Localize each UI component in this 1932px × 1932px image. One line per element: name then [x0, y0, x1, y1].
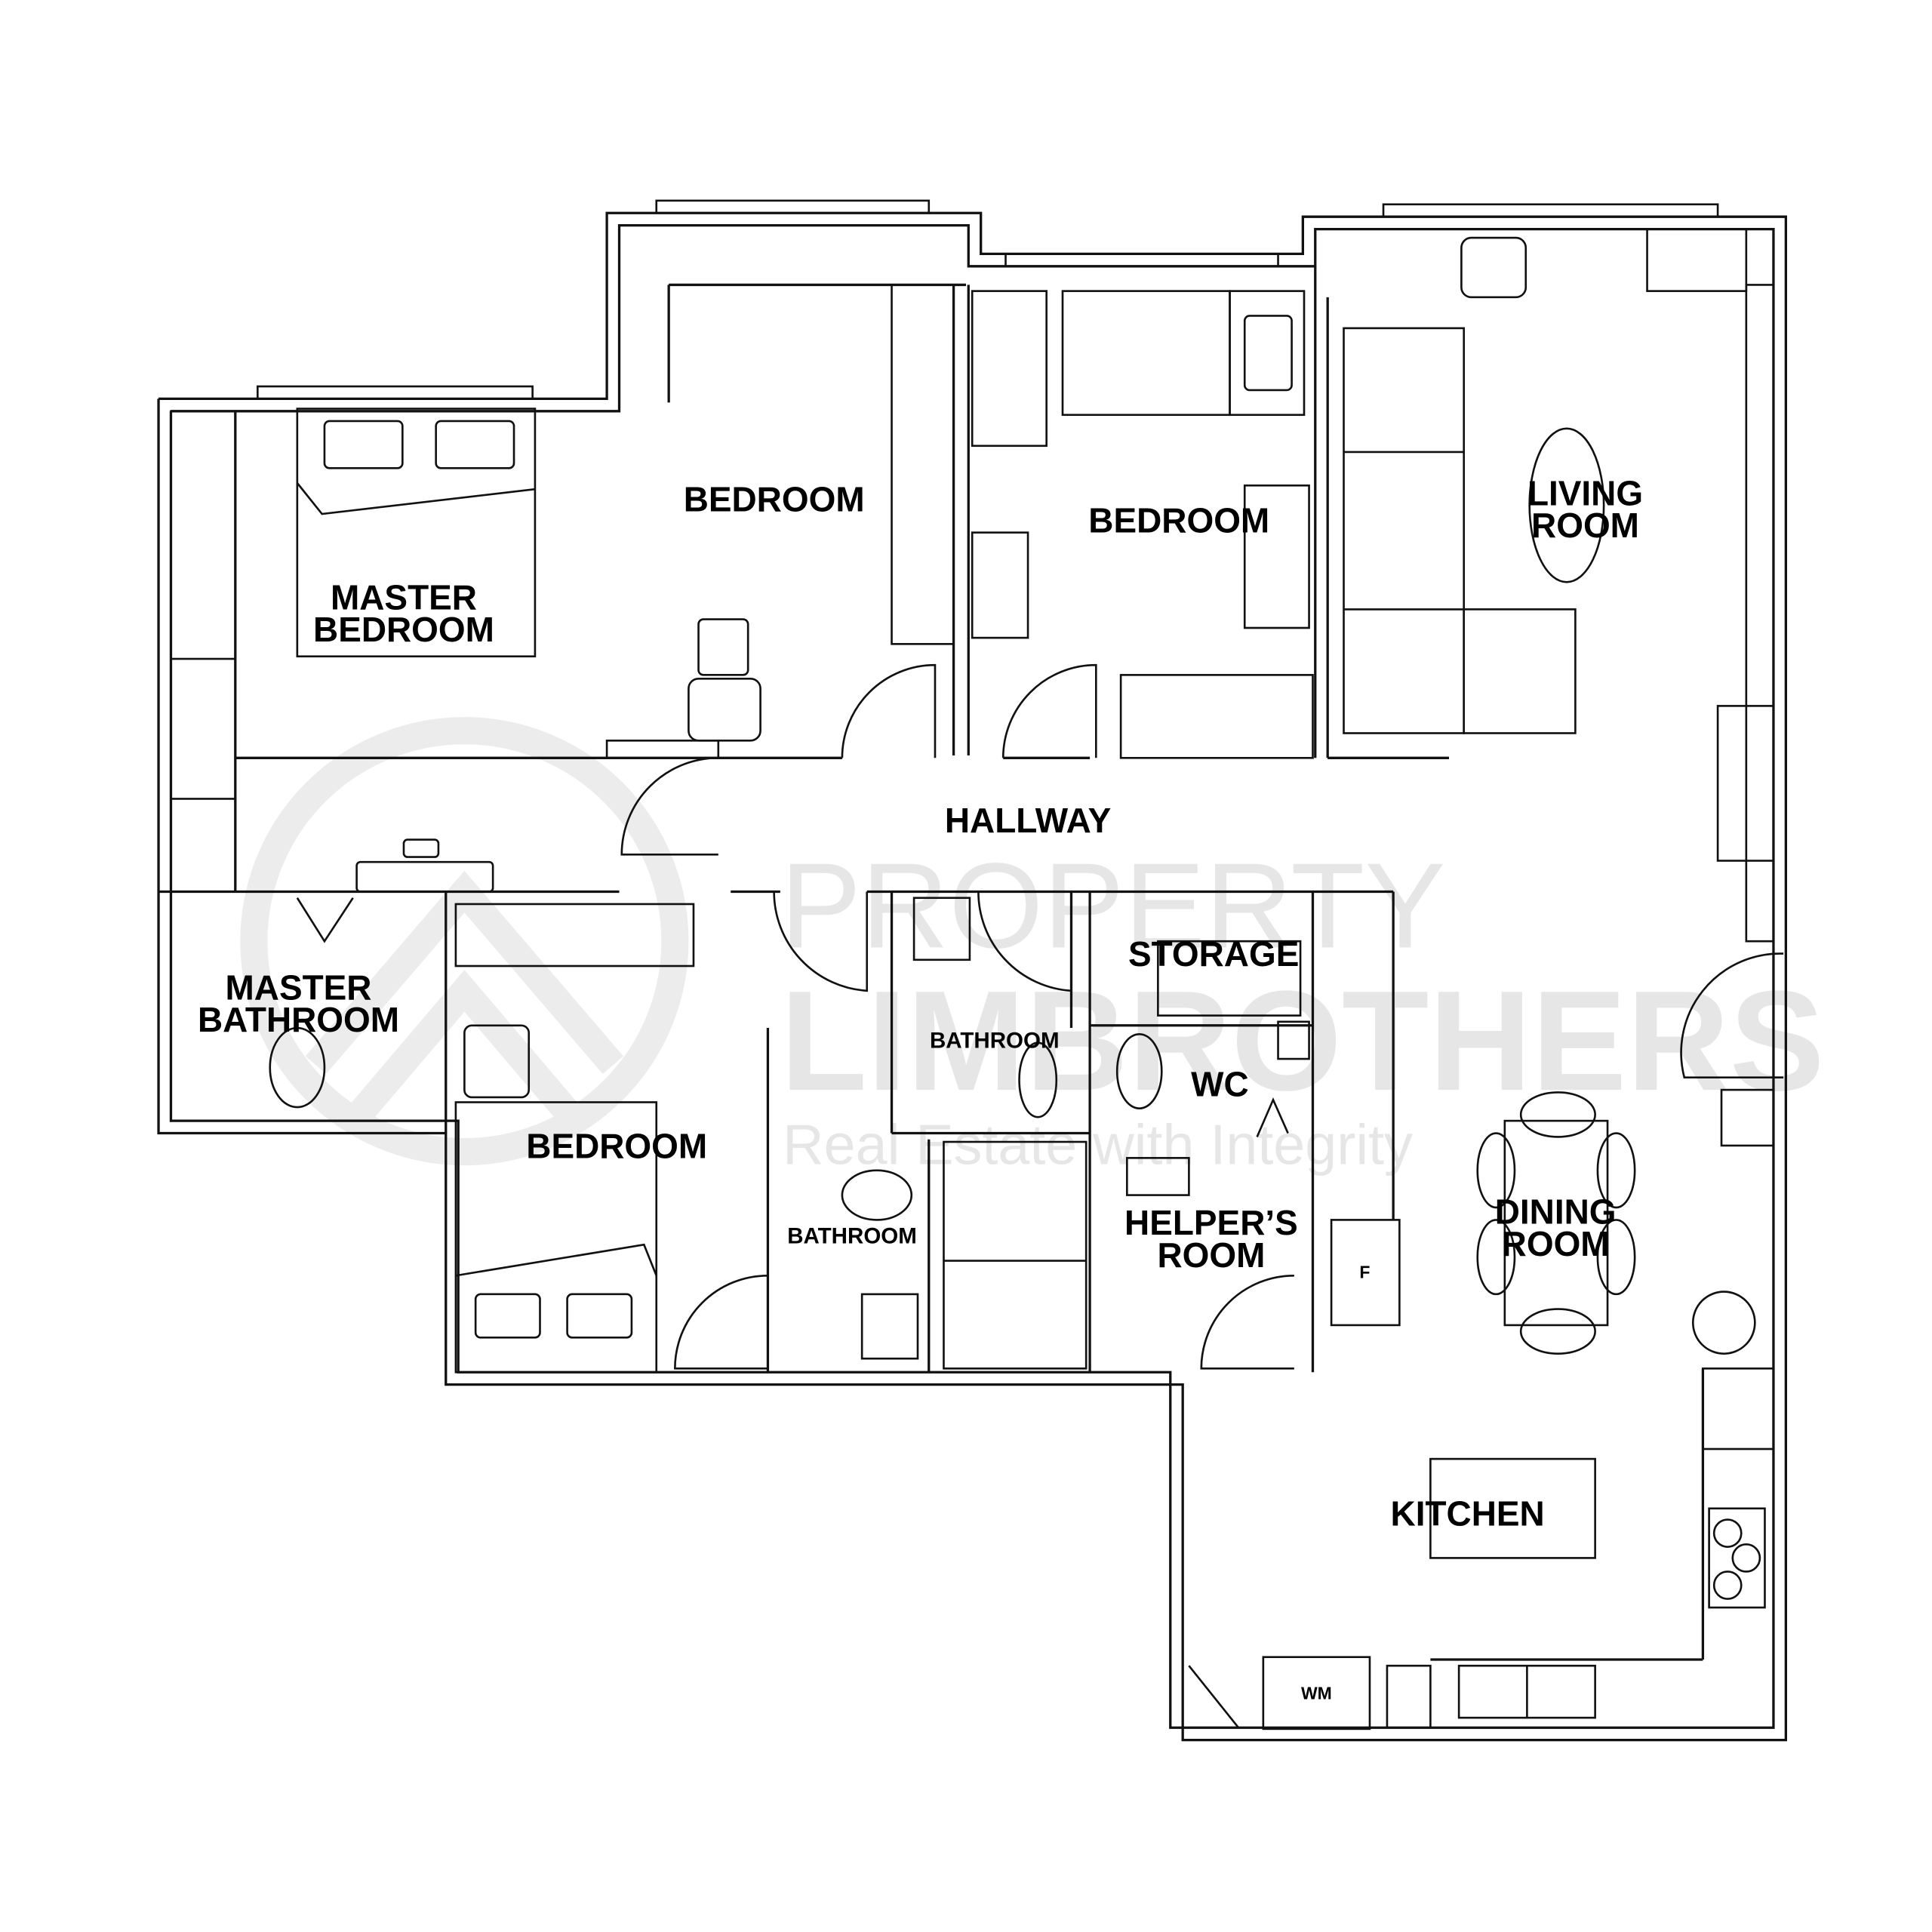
bathroom-lower-label: BATHROOM: [787, 1224, 917, 1249]
bathroom-upper-label: BATHROOM: [930, 1028, 1060, 1053]
master-bathroom-label-2: BATHROOM: [198, 1000, 399, 1039]
toilet: [1018, 1041, 1058, 1118]
chair: [697, 618, 749, 676]
stove: [1708, 1507, 1766, 1609]
kitchen-island: [1429, 1457, 1596, 1559]
wc-label: WC: [1191, 1064, 1249, 1103]
master-bedroom-label-2: BEDROOM: [313, 610, 494, 649]
window: [655, 199, 931, 214]
bedroom-lower-label: BEDROOM: [526, 1126, 707, 1165]
window: [1004, 253, 1279, 268]
toilet: [269, 1026, 326, 1109]
master-bed: [296, 408, 537, 658]
wardrobe: [170, 798, 237, 893]
fridge-label: F: [1359, 1263, 1370, 1282]
watermark: PROPERTY LIMBROTHERS Real Estate with In…: [240, 717, 1825, 1177]
master-bathroom-label-1: MASTER: [226, 968, 372, 1007]
hallway-label: HALLWAY: [945, 801, 1111, 840]
dining-room-label-2: ROOM: [1502, 1224, 1610, 1263]
room-labels: MASTER BEDROOM BEDROOM BEDROOM LIVING RO…: [198, 474, 1643, 1703]
walls: [157, 199, 1787, 1742]
chair: [463, 1024, 531, 1099]
helpers-room-label-1: HELPER’S: [1124, 1203, 1298, 1242]
dining-room-label-1: DINING: [1495, 1192, 1617, 1231]
watermark-line2: LIMBROTHERS: [780, 961, 1825, 1120]
bedroom-top-label: BEDROOM: [684, 480, 865, 519]
wardrobe: [170, 410, 237, 660]
window: [257, 385, 534, 400]
sofa: [1343, 327, 1466, 734]
bed: [1061, 290, 1231, 417]
tv-console: [1716, 705, 1775, 862]
toilet: [841, 1169, 913, 1221]
helpers-room-label-2: ROOM: [1157, 1235, 1265, 1275]
watermark-line1: PROPERTY: [780, 838, 1446, 974]
storage-label: STORAGE: [1128, 934, 1299, 974]
watermark-tagline: Real Estate with Integrity: [783, 1113, 1413, 1177]
chair: [688, 677, 761, 742]
kitchen-label: KITCHEN: [1391, 1494, 1545, 1534]
shower: [943, 1140, 1088, 1370]
plant: [1691, 1291, 1756, 1355]
wardrobe: [891, 284, 955, 645]
wardrobe: [1119, 674, 1314, 759]
wardrobe: [454, 903, 695, 968]
window: [1382, 203, 1719, 218]
bedroom-middle-label: BEDROOM: [1088, 501, 1269, 540]
desk: [1243, 484, 1310, 629]
toilet: [1115, 1032, 1163, 1110]
living-room-label-2: ROOM: [1531, 506, 1639, 545]
washing-machine-label: WM: [1301, 1683, 1332, 1703]
bed: [454, 1101, 658, 1374]
coffee-table: [1528, 427, 1605, 583]
fridge: [1330, 1219, 1401, 1327]
doors: [620, 663, 1784, 1370]
vanity: [355, 860, 494, 893]
furniture: [170, 228, 1775, 1730]
living-room-label-1: LIVING: [1527, 474, 1643, 513]
armchair: [1460, 236, 1527, 299]
washing-machine: [1262, 1656, 1371, 1730]
master-bedroom-label-1: MASTER: [331, 577, 477, 617]
window: [1745, 284, 1775, 943]
